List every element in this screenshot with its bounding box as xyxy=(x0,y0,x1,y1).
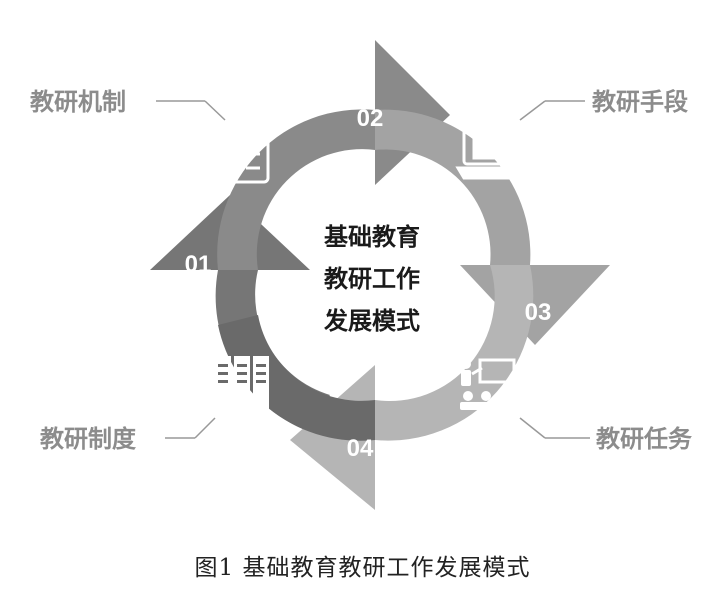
segment-number-01: 01 xyxy=(185,251,212,278)
center-line-2: 教研工作 xyxy=(324,265,420,293)
file-cabinet-icon xyxy=(215,356,269,414)
clipboard-checklist-icon xyxy=(220,116,270,184)
leader-line-means xyxy=(519,100,546,121)
leader-line-task xyxy=(519,417,546,439)
computer-books-icon xyxy=(455,116,525,180)
label-task: 教研任务 xyxy=(596,425,693,453)
label-mechanism: 教研机制 xyxy=(30,88,126,116)
segment-04-arrow xyxy=(290,265,534,510)
label-means: 教研手段 xyxy=(592,88,688,116)
figure-caption: 图1 基础教育教研工作发展模式 xyxy=(194,555,531,581)
segment-number-03: 03 xyxy=(525,299,552,326)
leader-line-system-diag xyxy=(194,417,216,439)
segment-05-arc xyxy=(218,315,375,441)
leader-line-mechanism-diag xyxy=(204,100,226,121)
label-system: 教研制度 xyxy=(40,425,137,453)
center-line-1: 基础教育 xyxy=(324,223,420,251)
segment-number-04: 04 xyxy=(347,435,374,462)
segment-number-02: 02 xyxy=(357,105,384,132)
center-line-3: 发展模式 xyxy=(323,307,420,335)
teacher-classroom-icon xyxy=(460,358,518,410)
segment-02-arrow xyxy=(217,40,450,270)
segment-03-arrow xyxy=(375,109,610,346)
